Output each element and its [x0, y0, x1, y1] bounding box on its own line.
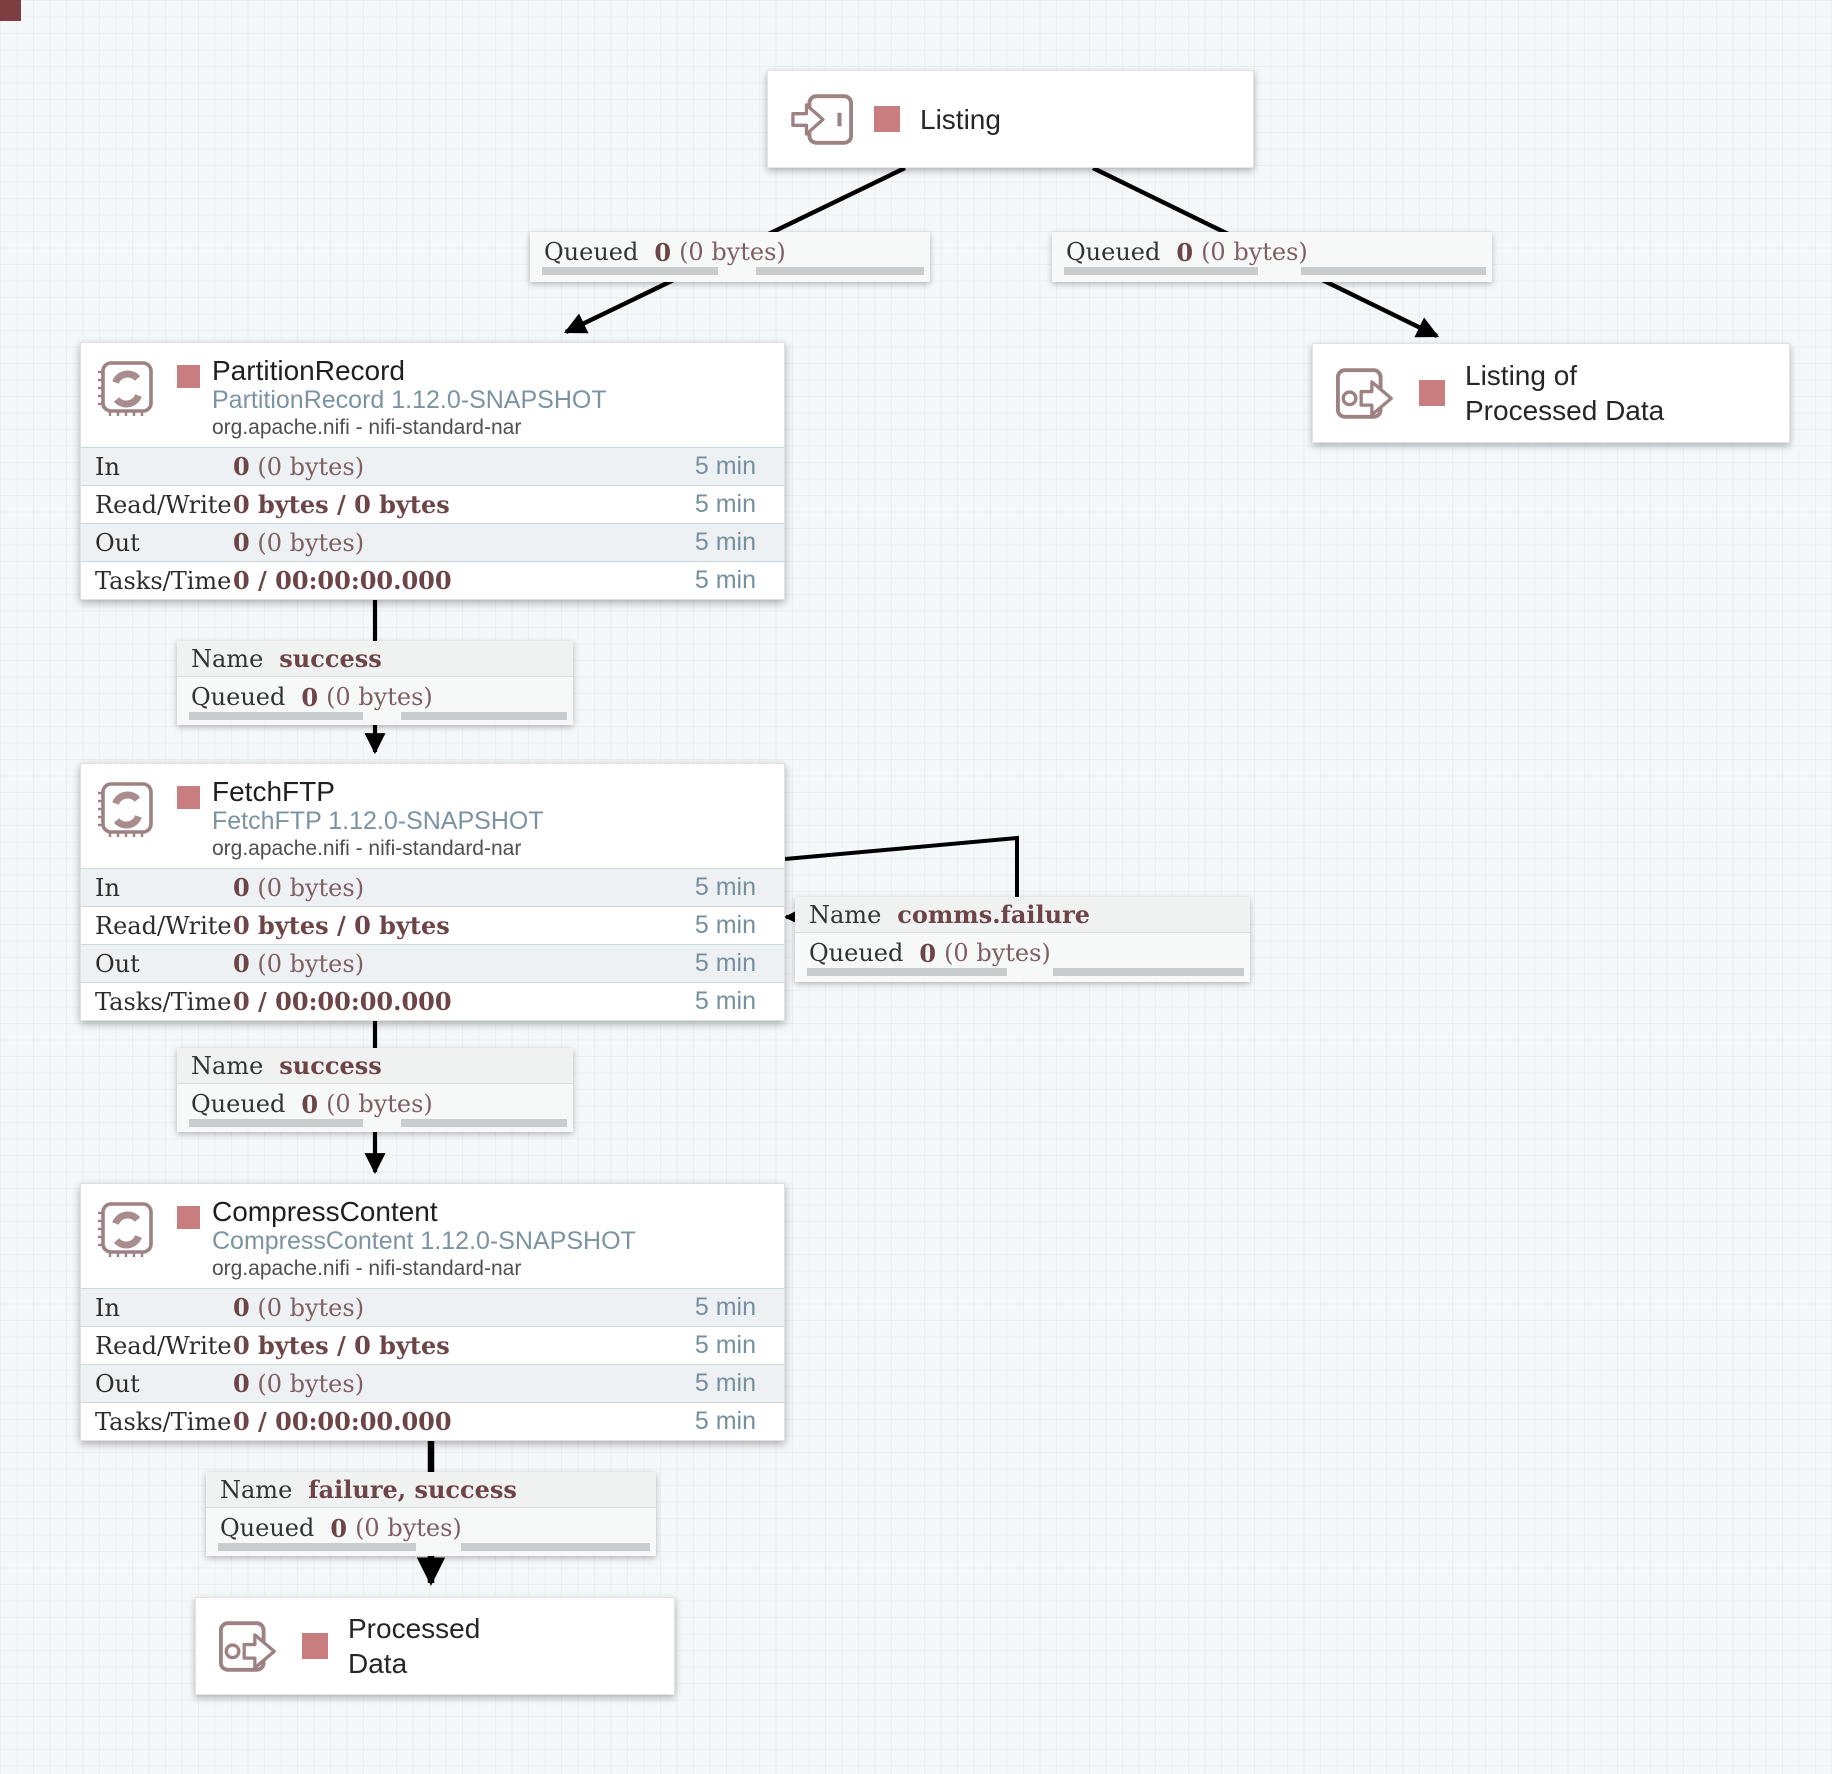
name-row: Name success [177, 641, 573, 677]
queued-row: Queued 0 (0 bytes) [1052, 232, 1492, 280]
stat-row-out: Out 0 (0 bytes) 5 min [81, 944, 784, 982]
queue-bar [400, 1119, 567, 1127]
processor-header: CompressContent CompressContent 1.12.0-S… [81, 1184, 784, 1288]
output-port-listing-of-processed-data[interactable]: Listing of Processed Data [1312, 343, 1790, 443]
queued-word: Queued [1066, 238, 1161, 266]
stopped-indicator [177, 365, 200, 388]
connection-label-queued-left[interactable]: Queued 0 (0 bytes) [530, 232, 930, 282]
queue-bar [189, 1119, 364, 1127]
queue-bar [189, 712, 364, 720]
stopped-indicator [874, 106, 900, 132]
name-word: Name [191, 644, 264, 673]
relationship-name: failure, success [308, 1475, 517, 1504]
processor-version: CompressContent 1.12.0-SNAPSHOT [212, 1227, 636, 1255]
connection-label-failure-success[interactable]: Name failure, success Queued 0 (0 bytes) [206, 1472, 656, 1556]
stat-row-taskstime: Tasks/Time 0 / 00:00:00.000 5 min [81, 1402, 784, 1440]
stat-row-taskstime: Tasks/Time 0 / 00:00:00.000 5 min [81, 561, 784, 599]
processor-icon [95, 780, 155, 840]
processor-icon [95, 359, 155, 419]
processor-version: FetchFTP 1.12.0-SNAPSHOT [212, 807, 544, 835]
queued-row: Queued 0 (0 bytes) [206, 1508, 656, 1556]
stat-row-in: In 0 (0 bytes) 5 min [81, 1288, 784, 1326]
processor-bundle: org.apache.nifi - nifi-standard-nar [212, 1257, 522, 1280]
canvas-corner-marker [0, 0, 21, 21]
stat-row-readwrite: Read/Write 0 bytes / 0 bytes 5 min [81, 906, 784, 944]
connection-label-success-2[interactable]: Name success Queued 0 (0 bytes) [177, 1048, 573, 1132]
connection-label-comms-failure[interactable]: Name comms.failure Queued 0 (0 bytes) [795, 897, 1250, 982]
input-port-icon [790, 93, 854, 146]
stopped-indicator [1419, 380, 1445, 406]
connection-label-queued-right[interactable]: Queued 0 (0 bytes) [1052, 232, 1492, 282]
queued-size: (0 bytes) [1201, 238, 1308, 266]
port-name: Processed Data [348, 1613, 481, 1679]
queued-size: (0 bytes) [679, 238, 786, 266]
processor-header: FetchFTP FetchFTP 1.12.0-SNAPSHOT org.ap… [81, 764, 784, 868]
stat-row-in: In 0 (0 bytes) 5 min [81, 447, 784, 485]
stopped-indicator [302, 1633, 328, 1659]
processor-header: PartitionRecord PartitionRecord 1.12.0-S… [81, 343, 784, 447]
queued-word: Queued [544, 238, 639, 266]
processor-compresscontent[interactable]: CompressContent CompressContent 1.12.0-S… [80, 1183, 785, 1441]
queue-bar [807, 968, 1008, 976]
processor-fetchftp[interactable]: FetchFTP FetchFTP 1.12.0-SNAPSHOT org.ap… [80, 763, 785, 1021]
queued-row: Queued 0 (0 bytes) [177, 1084, 573, 1132]
processor-name: FetchFTP [212, 776, 335, 807]
queue-bar [1301, 267, 1486, 275]
queue-bar [218, 1543, 416, 1551]
processor-icon [95, 1200, 155, 1260]
processor-partitionrecord[interactable]: PartitionRecord PartitionRecord 1.12.0-S… [80, 342, 785, 600]
queue-bar [1052, 968, 1244, 976]
relationship-name: success [279, 644, 382, 673]
processor-name: CompressContent [212, 1196, 438, 1227]
queued-count: 0 [1176, 237, 1194, 267]
stat-row-in: In 0 (0 bytes) 5 min [81, 868, 784, 906]
port-name: Listing of Processed Data [1465, 360, 1665, 426]
stat-row-out: Out 0 (0 bytes) 5 min [81, 523, 784, 561]
stopped-indicator [177, 1206, 200, 1229]
stat-row-readwrite: Read/Write 0 bytes / 0 bytes 5 min [81, 485, 784, 523]
stopped-indicator [177, 786, 200, 809]
connection-label-success-1[interactable]: Name success Queued 0 (0 bytes) [177, 641, 573, 725]
queue-bar [542, 267, 718, 275]
processor-version: PartitionRecord 1.12.0-SNAPSHOT [212, 386, 607, 414]
output-port-icon [1335, 367, 1399, 420]
stat-row-taskstime: Tasks/Time 0 / 00:00:00.000 5 min [81, 982, 784, 1020]
input-port-listing[interactable]: Listing [767, 70, 1254, 168]
queue-bar [1064, 267, 1258, 275]
relationship-name: comms.failure [897, 900, 1091, 929]
queued-row: Queued 0 (0 bytes) [795, 933, 1250, 981]
queued-row: Queued 0 (0 bytes) [530, 232, 930, 280]
stat-row-readwrite: Read/Write 0 bytes / 0 bytes 5 min [81, 1326, 784, 1364]
output-port-processed-data[interactable]: Processed Data [195, 1597, 675, 1695]
relationship-name: success [279, 1051, 382, 1080]
name-row: Name comms.failure [795, 897, 1250, 933]
processor-bundle: org.apache.nifi - nifi-standard-nar [212, 837, 522, 860]
output-port-icon [218, 1620, 282, 1673]
queued-count: 0 [654, 237, 672, 267]
processor-bundle: org.apache.nifi - nifi-standard-nar [212, 416, 522, 439]
stat-row-out: Out 0 (0 bytes) 5 min [81, 1364, 784, 1402]
queued-row: Queued 0 (0 bytes) [177, 677, 573, 725]
queue-bar [461, 1543, 650, 1551]
name-row: Name success [177, 1048, 573, 1084]
processor-name: PartitionRecord [212, 355, 405, 386]
queue-bar [756, 267, 924, 275]
name-row: Name failure, success [206, 1472, 656, 1508]
queue-bar [400, 712, 567, 720]
port-name: Listing [920, 103, 1001, 135]
